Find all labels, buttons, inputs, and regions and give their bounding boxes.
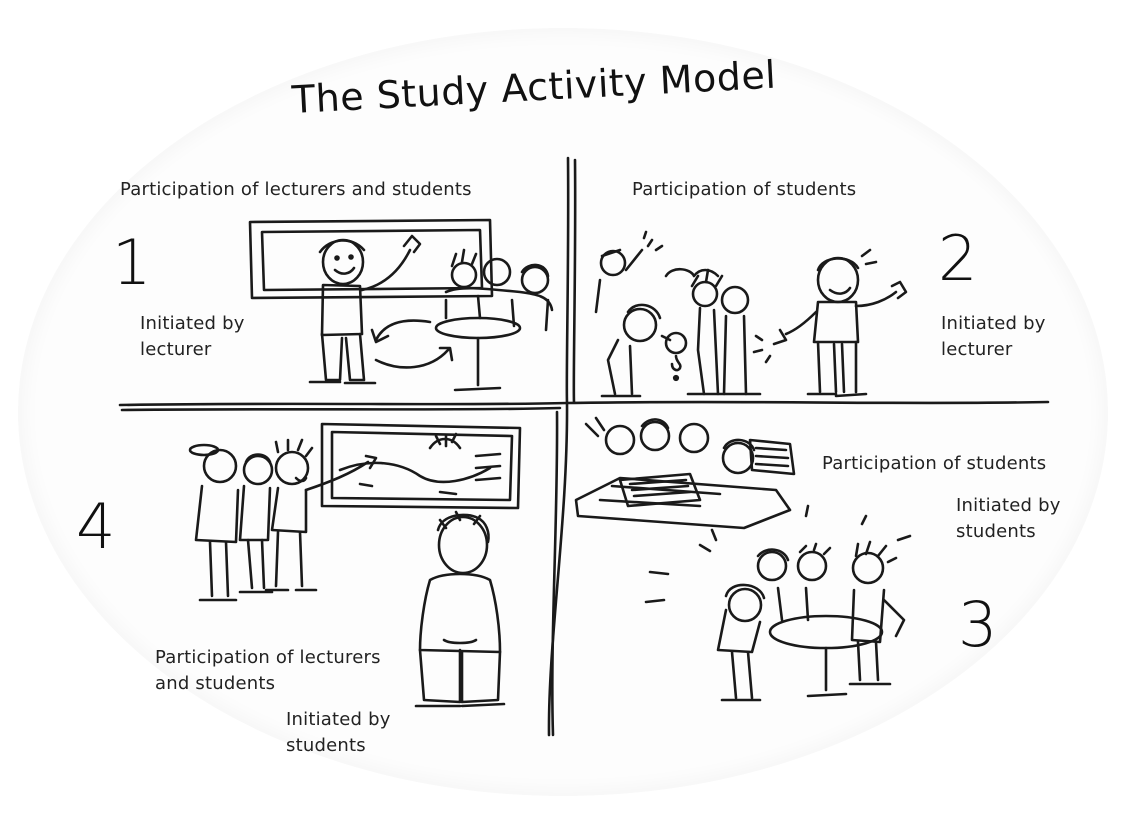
lecturer-at-board-illustration — [248, 218, 554, 392]
q2-initiated-line2: lecturer — [941, 339, 1013, 360]
student-presentation-illustration — [188, 422, 522, 708]
q4-number: 4 — [76, 490, 116, 563]
q3-number: 3 — [958, 588, 998, 661]
q3-initiated-line2: students — [956, 521, 1036, 542]
q4-initiated-line2: students — [286, 735, 366, 756]
students-group-work-illustration — [574, 416, 912, 702]
q4-participation-line2: and students — [155, 673, 276, 694]
q1-initiated-line1: Initiated by — [140, 313, 245, 334]
quadrant-dividers — [118, 156, 1050, 737]
q2-initiated-line1: Initiated by — [941, 313, 1046, 334]
q3-initiated-line1: Initiated by — [956, 495, 1061, 516]
q1-initiated-line2: lecturer — [140, 339, 212, 360]
q1-number: 1 — [112, 226, 152, 299]
q2-participation-label: Participation of students — [632, 179, 857, 200]
students-exploring-illustration — [594, 230, 908, 398]
q2-number: 2 — [938, 222, 978, 295]
q3-participation-label: Participation of students — [822, 453, 1047, 474]
q1-participation-label: Participation of lecturers and students — [120, 179, 472, 200]
q4-participation-line1: Participation of lecturers — [155, 647, 381, 668]
background-oval — [18, 28, 1108, 796]
q4-initiated-line1: Initiated by — [286, 709, 391, 730]
